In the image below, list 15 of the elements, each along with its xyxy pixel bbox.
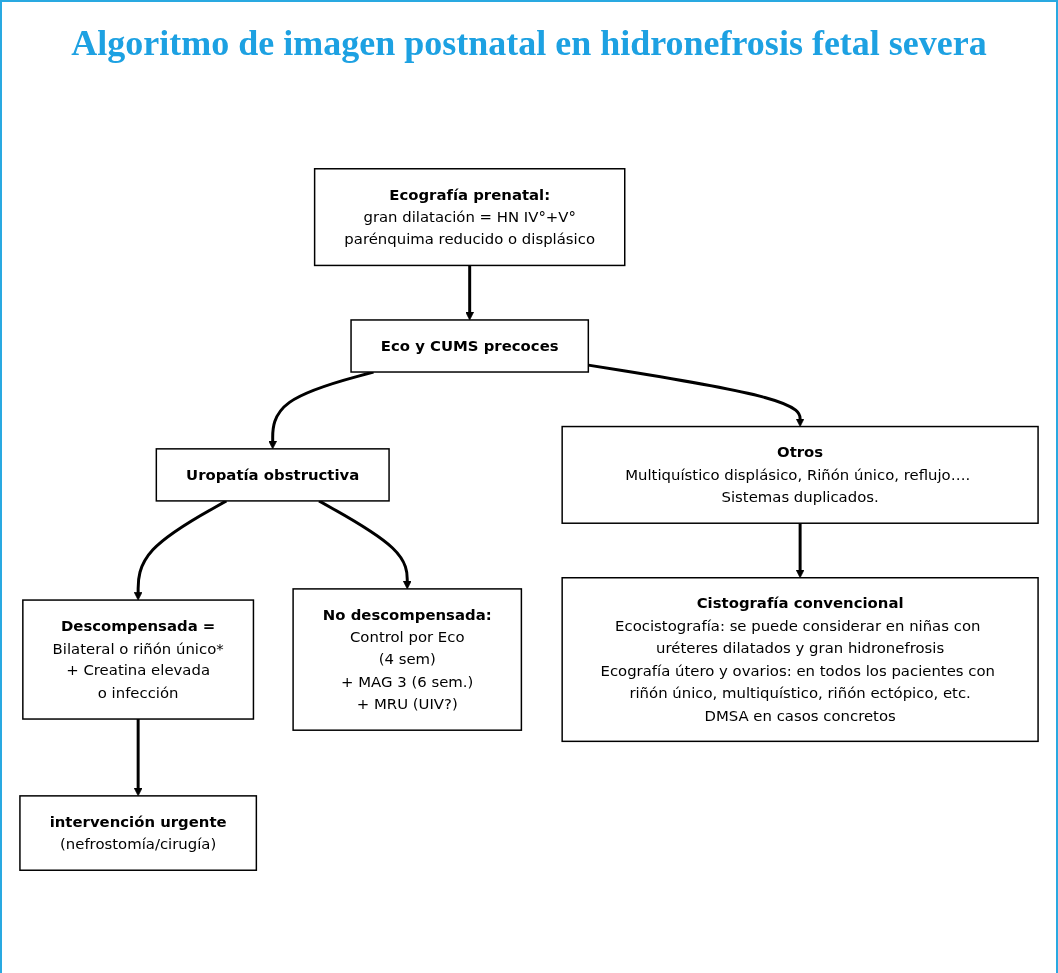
arrow <box>588 363 805 427</box>
node-box: Eco y CUMS precoces <box>350 319 590 373</box>
node-box: intervención urgente (nefrostomía/cirugía) <box>19 795 258 871</box>
arrow <box>465 265 475 321</box>
node-box: Ecografía prenatal: gran dilatación = HN IV°+V° parénquima reducido o displásico <box>313 168 626 267</box>
arrow <box>318 499 412 590</box>
node-box: Cistografía convencional Ecocistografía: se puede considerar en niñas con uréteres dilatados y gran hidronefrosis Ecografía útero y ovarios: en todos los pacientes con riñón único, multiquístico, riñón ectópico, etc. DMSA en casos concretos <box>561 577 1039 743</box>
arrow <box>133 499 228 601</box>
node-box: Uropatía obstructiva <box>155 448 390 502</box>
arrow <box>133 719 143 797</box>
node-box: Descompensada = Bilateral o riñón único* + Creatina elevada o infección <box>22 599 255 720</box>
arrow <box>795 523 805 579</box>
node-box: No descompensada: Control por Eco (4 sem) + MAG 3 (6 sem.) + MRU (UIV?) <box>292 588 523 731</box>
node-box: Otros Multiquístico displásico, Riñón único, reflujo…. Sistemas duplicados. <box>561 425 1039 524</box>
diagram-title: Algoritmo de imagen postnatal en hidronefrosis fetal severa <box>71 22 987 64</box>
